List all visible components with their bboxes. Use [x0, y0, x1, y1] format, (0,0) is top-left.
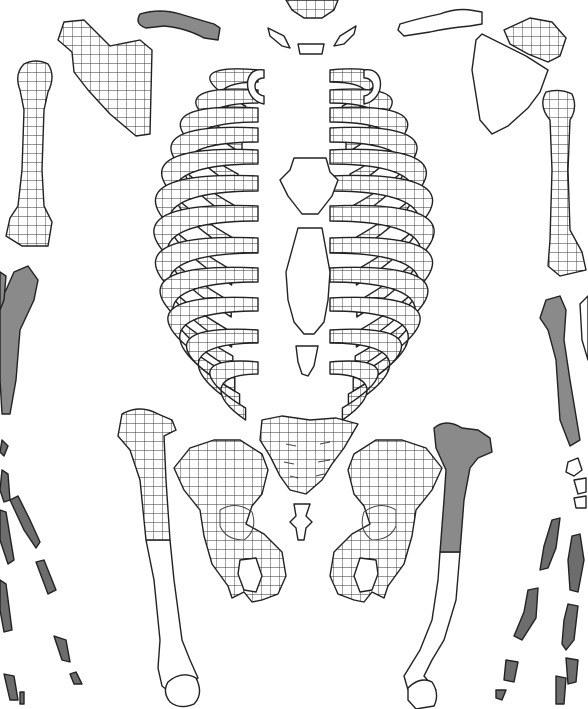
hip-bone-right	[330, 440, 442, 602]
ulna-right	[580, 296, 588, 360]
sternum-manubrium	[280, 158, 338, 214]
femur-right-upper	[434, 423, 492, 552]
clavicle-left	[138, 11, 220, 40]
coccyx	[290, 504, 312, 540]
xiphoid	[296, 346, 318, 376]
forearm-left	[0, 266, 38, 414]
humerus-left	[6, 61, 52, 246]
femur-left-lower	[146, 540, 198, 694]
ribs-right	[330, 69, 434, 420]
hand-bones-left	[0, 440, 82, 704]
femur-right-lower	[404, 552, 460, 696]
hyoid-and-mandible	[268, 26, 356, 54]
femur-left-upper	[118, 409, 176, 540]
scapula-left	[58, 20, 152, 136]
sacrum	[260, 416, 358, 494]
clavicle-right	[398, 10, 482, 37]
patella-left	[165, 675, 199, 707]
humerus-right	[543, 90, 586, 276]
hip-bone-left	[174, 440, 286, 602]
ribs-left	[154, 69, 264, 420]
patella-right	[408, 680, 437, 709]
skull-fragment	[286, 0, 338, 18]
forearm-right	[540, 296, 580, 446]
hand-bones-right	[496, 458, 586, 704]
sternum-body	[286, 228, 330, 334]
